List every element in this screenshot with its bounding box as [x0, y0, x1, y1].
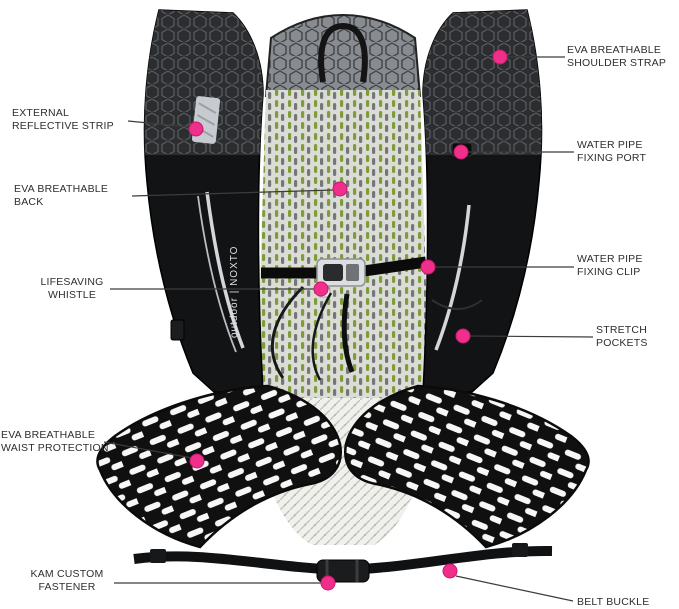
- elastic-cord: [270, 285, 305, 379]
- right-strap-hex-mesh: [423, 10, 542, 155]
- label-line: WATER PIPE: [577, 253, 643, 265]
- feature-markers: [188, 49, 508, 591]
- marker-stretch-pockets: [455, 328, 471, 344]
- right-waist-wing: [343, 384, 590, 549]
- label-line: EXTERNAL: [12, 107, 70, 119]
- marker-whistle: [313, 281, 329, 297]
- marker-fixing-clip: [420, 259, 436, 275]
- label-line: BELT BUCKLE: [577, 596, 650, 608]
- left-reflective-line-2: [197, 195, 237, 353]
- annotation-belt-buckle: BELT BUCKLE: [577, 596, 649, 609]
- marker-reflective-strip: [188, 121, 204, 137]
- marker-eva-back: [332, 181, 348, 197]
- left-waist-wing: [96, 384, 343, 549]
- belt-adjuster-right: [512, 543, 528, 557]
- marker-shoulder-strap: [492, 49, 508, 65]
- hanging-strap: [341, 293, 355, 373]
- label-line: KAM CUSTOM: [30, 568, 104, 580]
- back-mesh-panel: [256, 90, 430, 412]
- label-line: LIFESAVING: [40, 276, 104, 288]
- reflective-strip-patch: [191, 96, 221, 144]
- label-line: WHISTLE: [47, 289, 97, 301]
- label-line: WATER PIPE: [577, 139, 643, 151]
- label-line: SHOULDER STRAP: [567, 57, 667, 69]
- label-line: POCKETS: [596, 337, 648, 349]
- label-line: FIXING CLIP: [577, 266, 641, 278]
- marker-waist-protection: [189, 453, 205, 469]
- label-line: EVA BREATHABLE: [14, 183, 109, 195]
- left-reflective-line: [205, 191, 245, 349]
- annotation-eva-breathable-waist-protection: EVA BREATHABLE WAIST PROTECTION: [1, 429, 109, 455]
- belt-adjuster-left: [150, 549, 166, 563]
- carry-handle: [318, 22, 368, 83]
- right-reflective-line: [434, 204, 471, 351]
- waist-belt: [133, 543, 553, 583]
- annotation-eva-breathable-back: EVA BREATHABLE BACK: [14, 183, 108, 209]
- marker-kam-fastener: [320, 575, 336, 591]
- top-back-mesh: [264, 13, 422, 97]
- label-line: EVA BREATHABLE: [1, 429, 96, 441]
- annotation-stretch-pockets: STRETCH POCKETS: [596, 324, 648, 350]
- label-line: STRETCH: [596, 324, 647, 336]
- stretch-pocket-seam: [431, 299, 483, 310]
- annotation-external-reflective-strip: EXTERNAL REFLECTIVE STRIP: [12, 107, 114, 133]
- chest-strap: [261, 256, 427, 381]
- label-line: EVA BREATHABLE: [567, 44, 662, 56]
- label-line: BACK: [14, 196, 44, 208]
- elastic-cord-2: [311, 292, 333, 381]
- label-line: FASTENER: [38, 581, 96, 593]
- left-side-buckle: [170, 319, 185, 341]
- label-line: REFLECTIVE STRIP: [12, 120, 114, 132]
- annotation-eva-breathable-shoulder-strap: EVA BREATHABLE SHOULDER STRAP: [567, 44, 666, 70]
- brand-text: outdoor | NOXTO: [229, 246, 240, 338]
- annotation-lifesaving-whistle: LIFESAVING WHISTLE: [36, 276, 108, 302]
- marker-belt-buckle: [442, 563, 458, 579]
- annotation-kam-custom-fastener: KAM CUSTOM FASTENER: [22, 568, 112, 594]
- annotation-water-pipe-fixing-port: WATER PIPE FIXING PORT: [577, 139, 646, 165]
- annotation-water-pipe-fixing-clip: WATER PIPE FIXING CLIP: [577, 253, 643, 279]
- marker-fixing-port: [453, 144, 469, 160]
- label-line: WAIST PROTECTION: [1, 442, 109, 454]
- annotation-leader-lines: [103, 56, 594, 602]
- label-line: FIXING PORT: [577, 152, 647, 164]
